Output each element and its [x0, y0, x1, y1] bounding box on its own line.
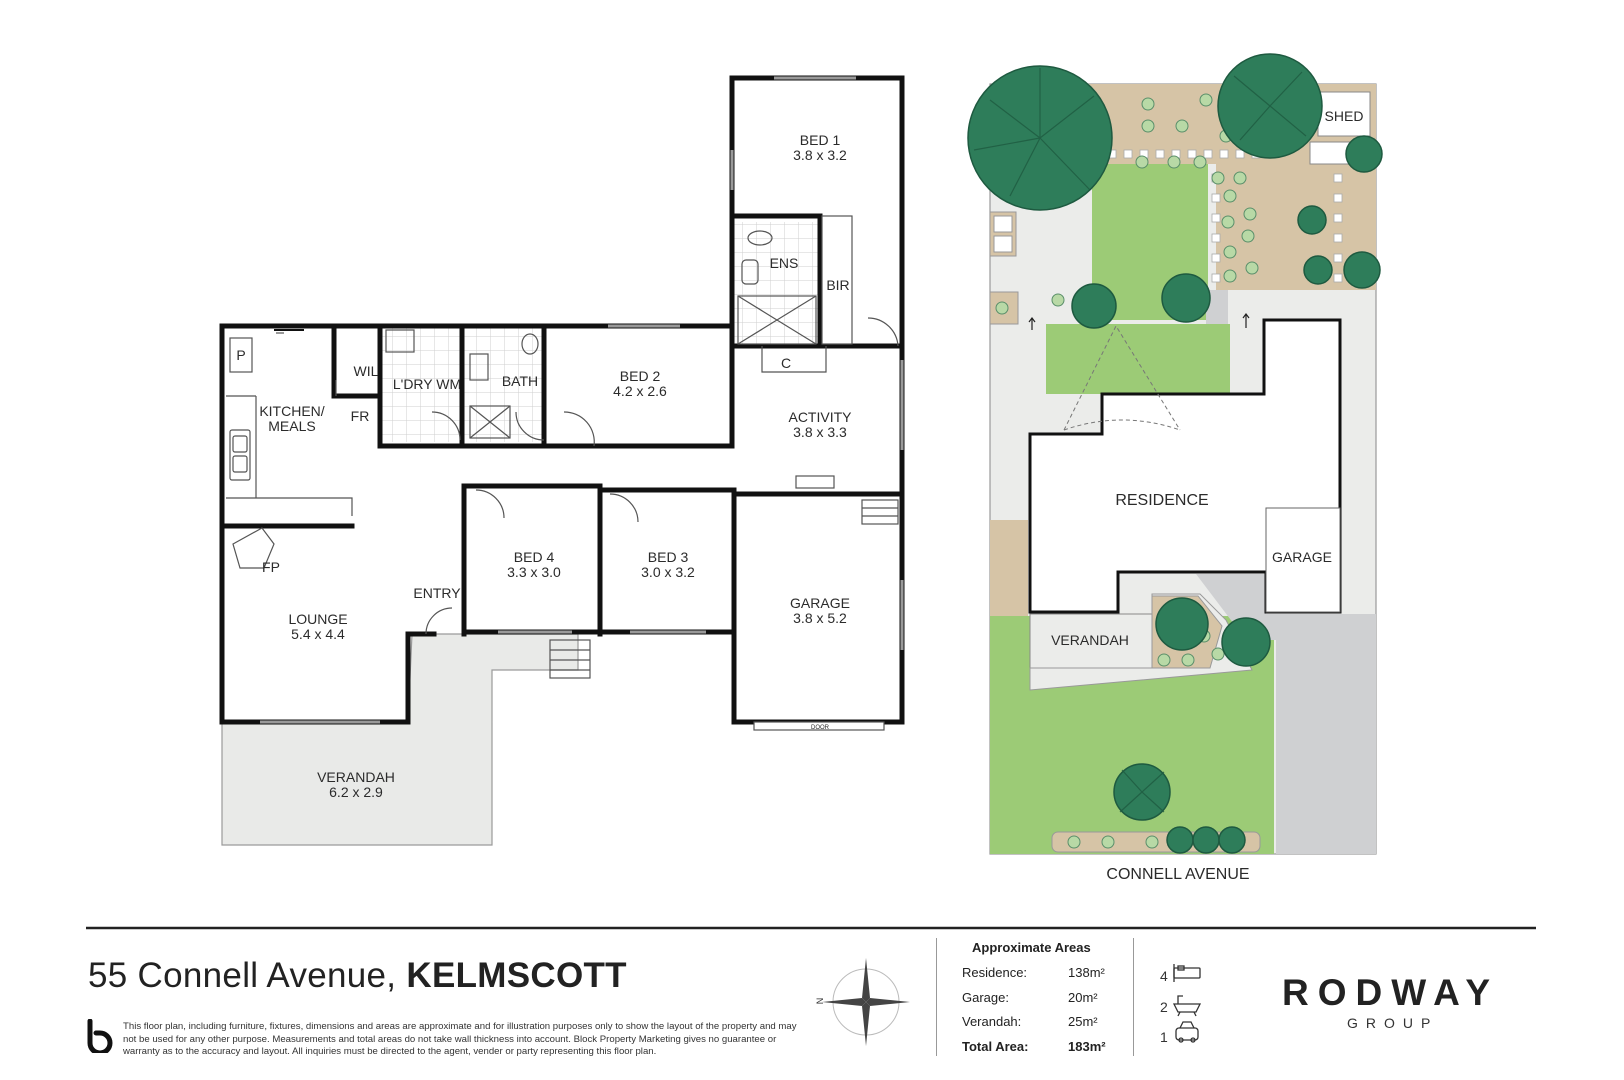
site-shed-label: SHED — [1325, 108, 1364, 124]
brand-subtitle: GROUP — [1347, 1015, 1439, 1031]
laundry-tiles — [380, 326, 460, 442]
bed2-name: BED 2 — [620, 368, 661, 384]
area-value: 25m² — [1068, 1014, 1098, 1029]
bath-label: BATH — [502, 373, 538, 389]
verandah-dims: 6.2 x 2.9 — [329, 784, 383, 800]
bath-icon — [1172, 995, 1202, 1017]
entry-label: ENTRY — [413, 585, 461, 601]
verandah-area — [221, 633, 579, 846]
area-label: Residence: — [962, 965, 1028, 980]
garage-name: GARAGE — [790, 595, 850, 611]
car-count: 1 — [1160, 1029, 1168, 1045]
garage-dims: 3.8 x 5.2 — [793, 610, 847, 626]
bed1-dims: 3.8 x 3.2 — [793, 147, 847, 163]
site-garage — [1265, 507, 1341, 613]
bed-icon — [1173, 964, 1201, 982]
address-street: 55 Connell Avenue, — [88, 956, 397, 995]
kitchen-label-1: KITCHEN/ — [259, 403, 324, 419]
disclaimer-text: This floor plan, including furniture, fi… — [123, 1021, 797, 1057]
fr-label: FR — [351, 408, 370, 424]
side-lawn — [1046, 324, 1230, 394]
kitchen-label-2: MEALS — [268, 418, 315, 434]
floor-plan-labels: BED 1 3.8 x 3.2 BED 2 4.2 x 2.6 ACTIVITY… — [236, 132, 852, 800]
bir-label: BIR — [826, 277, 849, 293]
stat-icons — [1172, 964, 1202, 1043]
bed1-name: BED 1 — [800, 132, 841, 148]
brand-logo: RODWAY — [1282, 972, 1500, 1013]
bed-count: 4 — [1160, 968, 1168, 984]
side-strip — [990, 520, 1028, 616]
activity-name: ACTIVITY — [788, 409, 852, 425]
laundry-label: L'DRY WM — [393, 376, 461, 392]
fireplace-label: FP — [262, 559, 280, 575]
area-label: Verandah: — [962, 1014, 1022, 1029]
site-verandah-label: VERANDAH — [1051, 632, 1129, 648]
area-label: Garage: — [962, 990, 1009, 1005]
site-verandah — [1029, 613, 1153, 669]
bath-count: 2 — [1160, 999, 1168, 1015]
site-garage-label: GARAGE — [1272, 549, 1332, 565]
street-label: CONNELL AVENUE — [1106, 866, 1249, 883]
divider-left — [936, 938, 937, 1056]
garage-door-label: DOOR — [811, 725, 830, 731]
approximate-areas: Approximate Areas Residence: 138m² Garag… — [962, 940, 1106, 1054]
lounge-name: LOUNGE — [288, 611, 347, 627]
divider-right — [1133, 938, 1134, 1056]
block-logo-icon — [87, 1019, 113, 1053]
c-label: C — [781, 355, 791, 371]
area-value: 183m² — [1068, 1039, 1106, 1054]
bed3-name: BED 3 — [648, 549, 689, 565]
site-plan: SHED RESIDENCE GARAGE VERANDAH CONNELL A… — [967, 53, 1383, 883]
area-label: Total Area: — [962, 1039, 1029, 1054]
address-suburb: KELMSCOTT — [406, 956, 627, 995]
bed2-dims: 4.2 x 2.6 — [613, 383, 667, 399]
compass-north: N — [815, 998, 825, 1005]
verandah-name: VERANDAH — [317, 769, 395, 785]
areas-heading: Approximate Areas — [972, 940, 1091, 955]
bed3-dims: 3.0 x 3.2 — [641, 564, 695, 580]
car-icon — [1175, 1021, 1199, 1043]
bed4-dims: 3.3 x 3.0 — [507, 564, 561, 580]
ens-label: ENS — [770, 255, 799, 271]
pantry-label: P — [236, 347, 245, 363]
area-value: 138m² — [1068, 965, 1105, 980]
lounge-dims: 5.4 x 4.4 — [291, 626, 345, 642]
bath-tiles — [464, 326, 544, 442]
compass-icon: N — [815, 958, 910, 1046]
wil-label: WIL — [354, 363, 379, 379]
activity-dims: 3.8 x 3.3 — [793, 424, 847, 440]
floor-plan — [219, 75, 905, 846]
driveway — [1196, 574, 1376, 854]
property-address: 55 Connell Avenue, KELMSCOTT — [88, 956, 627, 996]
fixtures — [226, 76, 904, 731]
bed4-name: BED 4 — [514, 549, 555, 565]
site-residence-label: RESIDENCE — [1115, 492, 1208, 509]
area-value: 20m² — [1068, 990, 1098, 1005]
shed — [1317, 91, 1371, 137]
